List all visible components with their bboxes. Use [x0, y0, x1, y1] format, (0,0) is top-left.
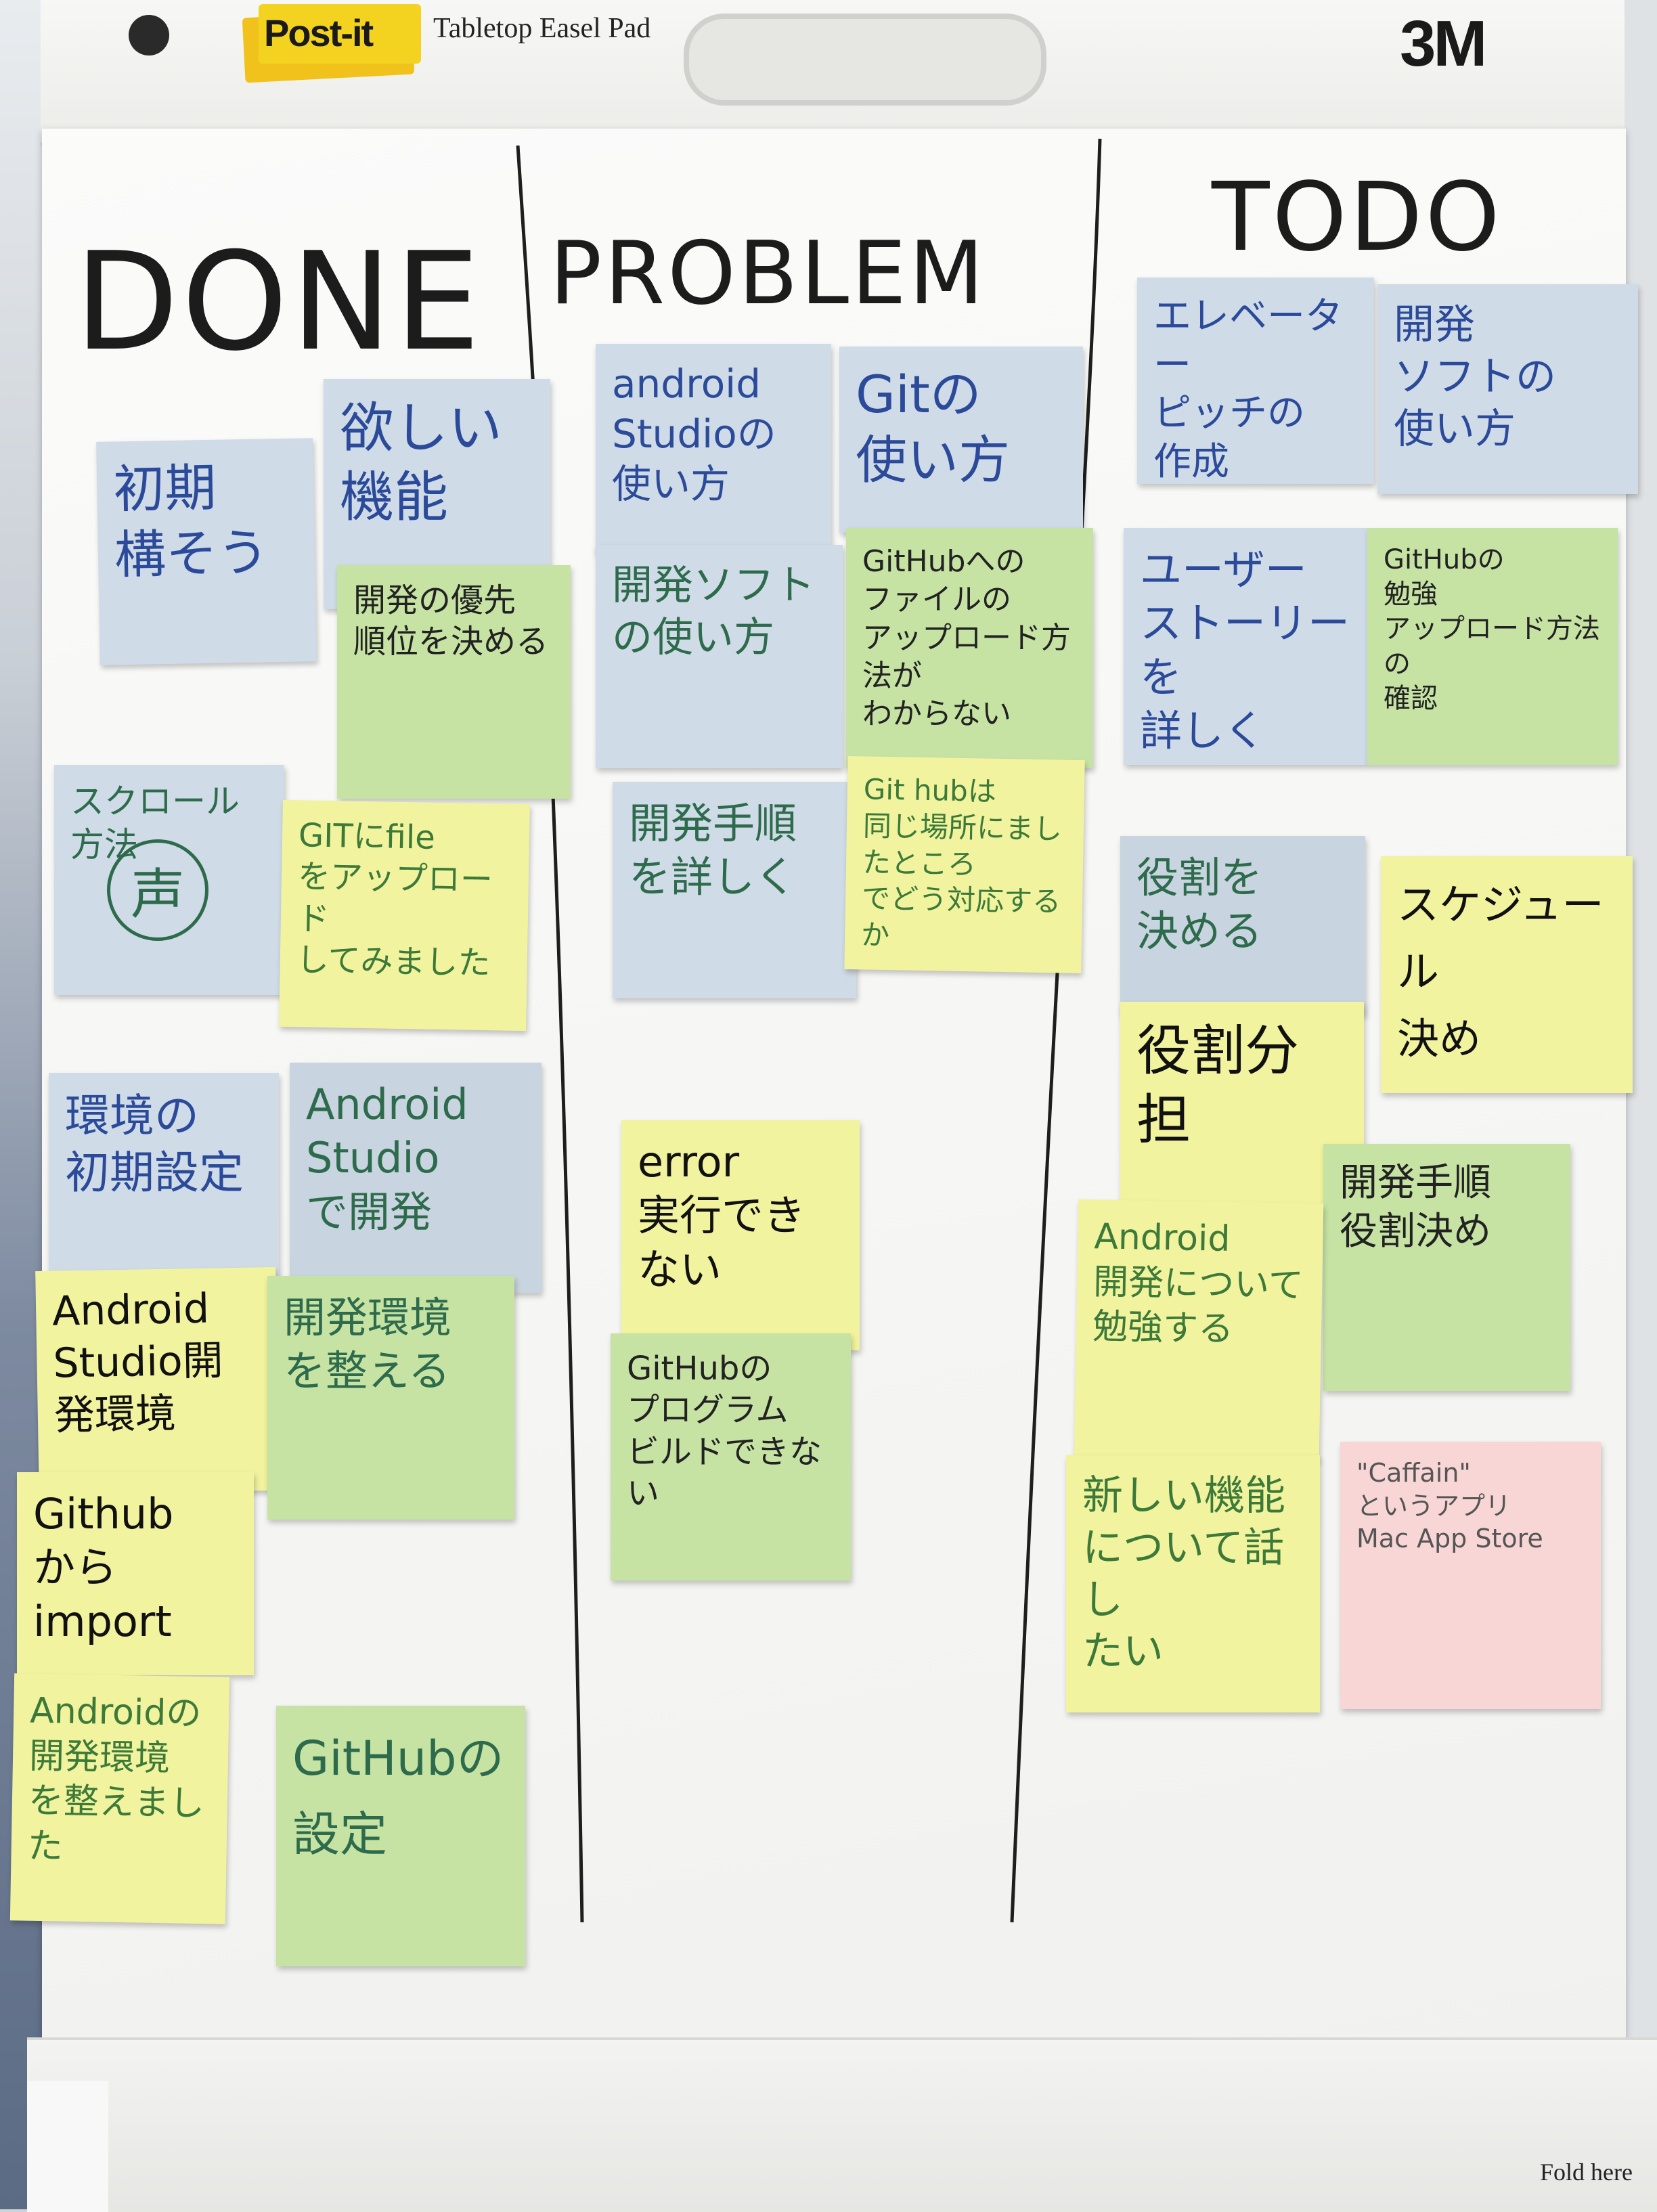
note-text: 新しい機能 について話し たい	[1082, 1472, 1285, 1676]
post-it-logo-text: Post-it	[264, 12, 374, 54]
note-text: Android 開発について 勉強する	[1092, 1216, 1304, 1350]
sticky-note: Androidの 開発環境 を整えました	[9, 1673, 230, 1924]
note-text: スケジュール 決め	[1397, 880, 1604, 1064]
note-text: 開発の優先 順位を決める	[353, 581, 549, 661]
note-text: error 実行でき ない	[638, 1137, 806, 1294]
brand-logo: 3M	[1400, 7, 1487, 80]
note-text: Android Studio で開発	[306, 1080, 468, 1237]
column-heading-done: DONE	[74, 223, 483, 381]
sticky-note: GitHubの 設定	[276, 1706, 525, 1966]
binding-hole-icon	[129, 15, 169, 56]
column-heading-todo: TODO	[1212, 162, 1503, 273]
sticky-note: GitHubへの ファイルの アップロード方法が わからない	[846, 528, 1093, 768]
note-text: 開発手順 役割決め	[1340, 1161, 1491, 1254]
sticky-note: 役割を 決める	[1120, 836, 1365, 1015]
note-text: ユーザー ストーリーを 詳しく	[1140, 545, 1350, 756]
sticky-note: スクロール方法 声	[54, 765, 284, 995]
sticky-note: 開発手順 を詳しく	[613, 782, 856, 998]
sticky-note: 開発手順 役割決め	[1323, 1144, 1570, 1391]
sticky-note: 新しい機能 について話し たい	[1066, 1455, 1320, 1712]
easel-pad-footer	[27, 2037, 1657, 2212]
sticky-note: Git hubは 同じ場所にまし たところ でどう対応するか	[844, 755, 1085, 974]
note-text: 開発 ソフトの 使い方	[1394, 301, 1556, 453]
note-text: "Caffain" というアプリ Mac App Store	[1356, 1458, 1543, 1554]
easel-pad-header: Post-it Tabletop Easel Pad 3M	[41, 0, 1625, 146]
sticky-note: "Caffain" というアプリ Mac App Store	[1340, 1442, 1601, 1709]
note-text: Androidの 開発環境 を整えました	[27, 1690, 205, 1867]
note-text: 開発環境 を整える	[284, 1293, 452, 1396]
stamp-char: 声	[131, 863, 185, 926]
note-text: 役割を 決める	[1136, 853, 1263, 956]
sticky-note: 開発 ソフトの 使い方	[1377, 284, 1638, 494]
note-text: GitHubの 勉強 アップロード方法の 確認	[1384, 544, 1600, 714]
note-text: 役割分 担	[1136, 1019, 1299, 1152]
note-text: Android Studio開 発環境	[51, 1285, 224, 1440]
note-text: GitHubへの ファイルの アップロード方法が わからない	[862, 544, 1071, 732]
sticky-note: GITにfile をアップロード してみました	[279, 799, 530, 1032]
fold-here-label: Fold here	[1540, 2159, 1633, 2186]
sticky-note: 開発ソフト の使い方	[596, 545, 843, 768]
stamp-circle-icon: 声	[107, 839, 208, 941]
note-text: Gitの 使い方	[856, 364, 1010, 491]
note-text: 環境の 初期設定	[65, 1090, 244, 1199]
note-text: GitHubの 設定	[292, 1731, 504, 1862]
note-text: android Studioの 使い方	[612, 361, 776, 508]
note-text: 初期 構そう	[112, 457, 269, 585]
note-text: Git hubは 同じ場所にまし たところ でどう対応するか	[860, 772, 1063, 952]
sticky-note: android Studioの 使い方	[596, 344, 831, 554]
note-text: GitHubの プログラム ビルドできない	[627, 1350, 822, 1513]
sticky-note: ユーザー ストーリーを 詳しく	[1124, 528, 1367, 765]
note-text: Github からimport	[33, 1489, 174, 1646]
sticky-note: Gitの 使い方	[839, 347, 1083, 533]
sticky-note: スケジュール 決め	[1381, 856, 1633, 1093]
sticky-note: Android Studio開 発環境	[35, 1266, 280, 1495]
sticky-note: GitHubの プログラム ビルドできない	[611, 1333, 851, 1580]
sticky-note: error 実行でき ない	[621, 1120, 860, 1350]
sticky-note: GitHubの 勉強 アップロード方法の 確認	[1367, 528, 1618, 765]
note-text: 開発手順 を詳しく	[629, 799, 797, 902]
column-heading-problem: PROBLEM	[550, 223, 987, 324]
note-text: 開発ソフト の使い方	[612, 562, 815, 661]
sticky-note: 開発環境 を整える	[267, 1276, 514, 1520]
note-text: GITにfile をアップロード してみました	[296, 816, 493, 983]
sticky-note: Android 開発について 勉強する	[1074, 1199, 1324, 1461]
carry-handle-icon	[684, 14, 1046, 106]
note-text: スクロール方法	[70, 782, 240, 864]
sticky-note: 環境の 初期設定	[49, 1073, 279, 1303]
sticky-note: 開発の優先 順位を決める	[337, 565, 571, 799]
paper-corner	[27, 2081, 108, 2212]
note-text: 欲しい 機能	[340, 397, 502, 529]
post-it-logo: Post-it	[242, 4, 426, 84]
note-text: エレベーター ピッチの 作成	[1153, 294, 1343, 484]
sticky-note: エレベーター ピッチの 作成	[1137, 278, 1374, 484]
sticky-note: 初期 構そう	[96, 438, 317, 665]
sticky-note: Android Studio で開発	[290, 1063, 542, 1293]
sticky-note: Github からimport	[17, 1472, 254, 1675]
pad-label: Tabletop Easel Pad	[433, 13, 651, 44]
